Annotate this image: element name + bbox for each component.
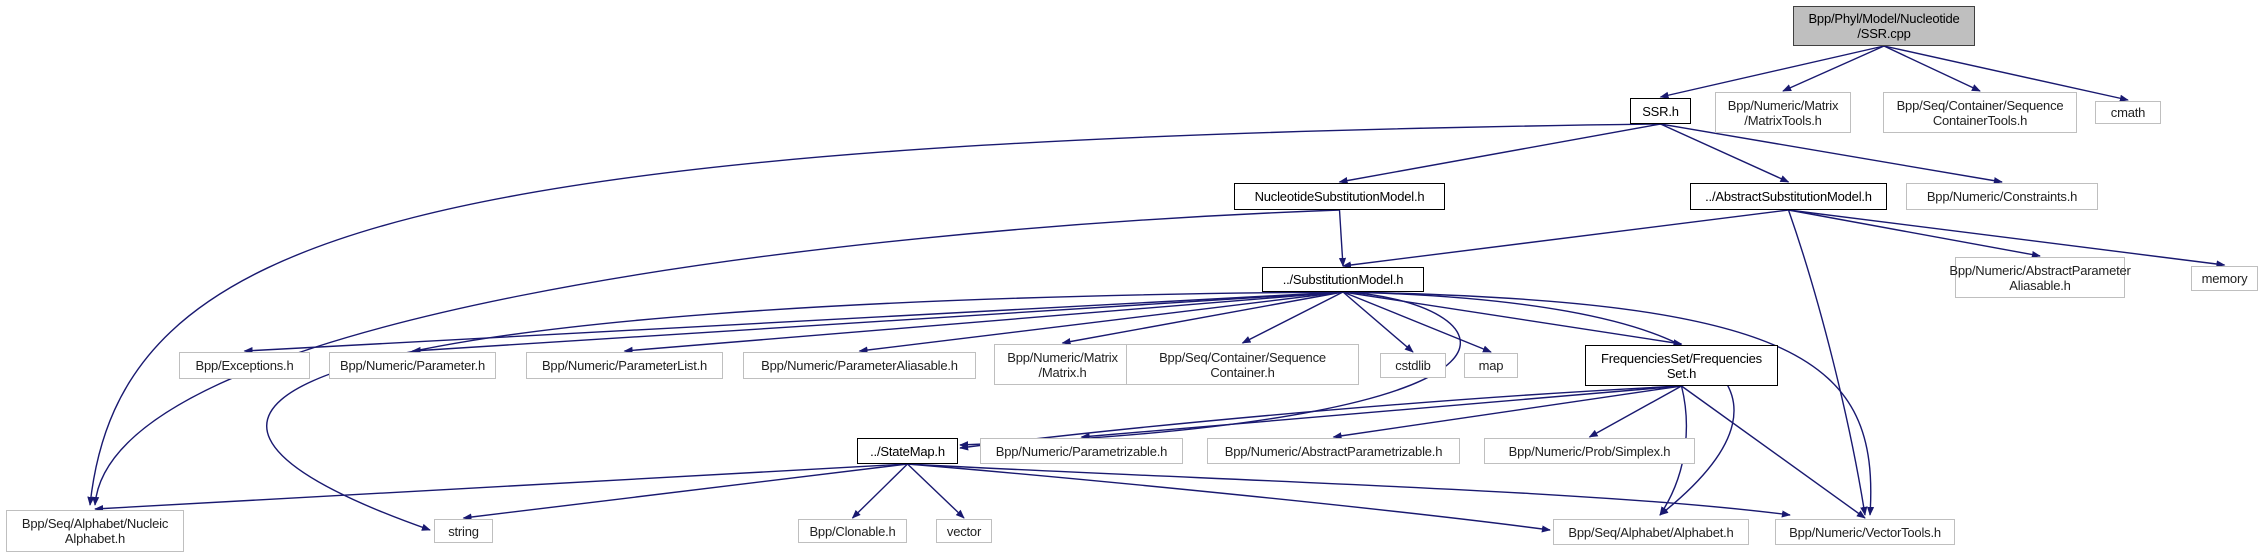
node-parametrizable: Bpp/Numeric/Parametrizable.h bbox=[980, 438, 1183, 464]
node-parameter: Bpp/Numeric/Parameter.h bbox=[329, 352, 496, 379]
node-label: Bpp/Numeric/Constraints.h bbox=[1926, 189, 2078, 204]
edge-submodel-to-map bbox=[1342, 291, 1492, 353]
edge-nucsubmodel-to-submodel bbox=[1338, 209, 1347, 267]
edge-statemap-to-clonable bbox=[851, 463, 908, 519]
node-freqset[interactable]: FrequenciesSet/Frequencies Set.h bbox=[1585, 345, 1778, 386]
node-label: Bpp/Seq/Alphabet/Alphabet.h bbox=[1568, 524, 1734, 540]
node-exceptions: Bpp/Exceptions.h bbox=[179, 352, 310, 379]
node-cstdlib: cstdlib bbox=[1380, 353, 1446, 378]
edge-statemap-to-vector bbox=[907, 463, 965, 519]
node-simplex: Bpp/Numeric/Prob/Simplex.h bbox=[1484, 438, 1695, 464]
node-absparametrizable: Bpp/Numeric/AbstractParametrizable.h bbox=[1207, 438, 1460, 464]
node-statemap[interactable]: ../StateMap.h bbox=[857, 438, 958, 464]
edge-submodel-to-matrix bbox=[1061, 291, 1344, 346]
node-matrix: Bpp/Numeric/Matrix /Matrix.h bbox=[994, 344, 1131, 385]
node-nucsubmodel[interactable]: NucleotideSubstitutionModel.h bbox=[1234, 183, 1445, 210]
node-label: string bbox=[448, 523, 479, 539]
edge-submodel-to-exceptions bbox=[243, 291, 1344, 355]
node-label: Bpp/Numeric/AbstractParameter Aliasable.… bbox=[1949, 262, 2131, 293]
node-label: vector bbox=[946, 523, 982, 539]
node-clonable: Bpp/Clonable.h bbox=[798, 519, 907, 543]
edge-freqset-to-absparametrizable bbox=[1332, 385, 1682, 440]
node-vector: vector bbox=[936, 519, 992, 543]
node-label: map bbox=[1478, 358, 1504, 373]
node-label: Bpp/Numeric/AbstractParametrizable.h bbox=[1224, 443, 1443, 459]
edge-submodel-to-paramaliasable bbox=[858, 291, 1344, 354]
node-label: ../AbstractSubstitutionModel.h bbox=[1705, 189, 1872, 204]
edge-abssubmodel-to-vectortools bbox=[1787, 209, 1868, 516]
edge-root-to-seqcontainertools bbox=[1883, 45, 1981, 92]
node-abssubmodel[interactable]: ../AbstractSubstitutionModel.h bbox=[1690, 183, 1887, 210]
edge-root-to-cmath bbox=[1883, 45, 2129, 102]
node-seqcontainertools: Bpp/Seq/Container/Sequence ContainerTool… bbox=[1883, 92, 2077, 133]
edge-freqset-to-parametrizable bbox=[1080, 385, 1682, 440]
node-vectortools: Bpp/Numeric/VectorTools.h bbox=[1775, 519, 1955, 545]
edge-submodel-to-parameterlist bbox=[623, 291, 1344, 354]
node-label: Bpp/Numeric/Parameter.h bbox=[340, 358, 485, 373]
node-label: Bpp/Seq/Container/Sequence ContainerTool… bbox=[1896, 97, 2064, 128]
node-seqcontainer: Bpp/Seq/Container/Sequence Container.h bbox=[1126, 344, 1359, 385]
edge-submodel-to-statemap bbox=[959, 291, 1461, 449]
node-label: Bpp/Phyl/Model/Nucleotide /SSR.cpp bbox=[1808, 11, 1960, 41]
edge-statemap-to-nucalphabet bbox=[94, 463, 908, 513]
node-label: NucleotideSubstitutionModel.h bbox=[1254, 189, 1425, 204]
edge-ssr-h-to-nucsubmodel bbox=[1338, 123, 1661, 185]
edge-root-to-matrixtools bbox=[1782, 45, 1885, 92]
node-label: Bpp/Seq/Alphabet/Nucleic Alphabet.h bbox=[21, 516, 169, 546]
node-label: ../StateMap.h bbox=[870, 443, 945, 459]
node-label: Bpp/Numeric/VectorTools.h bbox=[1789, 524, 1941, 540]
edge-submodel-to-parameter bbox=[411, 291, 1344, 355]
node-label: Bpp/Numeric/ParameterList.h bbox=[541, 358, 708, 373]
edge-submodel-to-string bbox=[266, 291, 1344, 531]
node-string: string bbox=[434, 519, 493, 543]
node-absparamaliasable: Bpp/Numeric/AbstractParameter Aliasable.… bbox=[1949, 257, 2131, 298]
node-label: FrequenciesSet/Frequencies Set.h bbox=[1600, 350, 1762, 381]
node-map: map bbox=[1464, 353, 1518, 378]
node-submodel[interactable]: ../SubstitutionModel.h bbox=[1262, 267, 1424, 292]
edge-abssubmodel-to-submodel bbox=[1342, 209, 1789, 269]
node-label: Bpp/Seq/Container/Sequence Container.h bbox=[1159, 349, 1326, 380]
node-cmath: cmath bbox=[2095, 101, 2161, 124]
node-nucalphabet: Bpp/Seq/Alphabet/Nucleic Alphabet.h bbox=[6, 510, 184, 552]
node-paramaliasable: Bpp/Numeric/ParameterAliasable.h bbox=[743, 352, 976, 379]
node-label: SSR.h bbox=[1642, 103, 1679, 119]
edge-abssubmodel-to-absparamaliasable bbox=[1788, 209, 2041, 259]
edge-ssr-h-to-nucalphabet bbox=[87, 123, 1661, 506]
edge-nucsubmodel-to-nucalphabet bbox=[92, 209, 1340, 506]
node-alphabet: Bpp/Seq/Alphabet/Alphabet.h bbox=[1553, 519, 1749, 545]
node-label: Bpp/Numeric/Matrix /Matrix.h bbox=[1007, 349, 1118, 380]
node-label: Bpp/Numeric/Matrix /MatrixTools.h bbox=[1727, 97, 1839, 128]
edge-submodel-to-seqcontainer bbox=[1241, 291, 1344, 344]
node-label: Bpp/Clonable.h bbox=[809, 523, 896, 539]
node-label: memory bbox=[2201, 271, 2248, 286]
node-memory: memory bbox=[2191, 266, 2258, 291]
node-label: ../SubstitutionModel.h bbox=[1282, 272, 1404, 287]
edge-root-to-ssr-h bbox=[1659, 45, 1885, 99]
edge-ssr-h-to-abssubmodel bbox=[1660, 123, 1790, 183]
edge-freqset-to-vectortools bbox=[1681, 385, 1866, 519]
edge-abssubmodel-to-memory bbox=[1788, 209, 2226, 268]
edge-statemap-to-vectortools bbox=[907, 463, 1791, 518]
node-root[interactable]: Bpp/Phyl/Model/Nucleotide /SSR.cpp bbox=[1793, 6, 1975, 46]
node-label: Bpp/Numeric/ParameterAliasable.h bbox=[761, 358, 958, 373]
node-parameterlist: Bpp/Numeric/ParameterList.h bbox=[526, 352, 723, 379]
node-label: Bpp/Numeric/Parametrizable.h bbox=[995, 443, 1168, 459]
edge-submodel-to-vectortools bbox=[1342, 291, 1875, 516]
node-label: Bpp/Numeric/Prob/Simplex.h bbox=[1508, 443, 1671, 459]
edge-freqset-to-simplex bbox=[1588, 385, 1682, 438]
node-matrixtools: Bpp/Numeric/Matrix /MatrixTools.h bbox=[1715, 92, 1851, 133]
node-label: cstdlib bbox=[1395, 358, 1431, 373]
node-ssr-h[interactable]: SSR.h bbox=[1630, 98, 1691, 124]
node-constraints: Bpp/Numeric/Constraints.h bbox=[1906, 183, 2098, 210]
edge-submodel-to-cstdlib bbox=[1342, 291, 1414, 353]
edge-statemap-to-string bbox=[462, 463, 908, 521]
edge-statemap-to-alphabet bbox=[907, 463, 1551, 533]
edge-ssr-h-to-constraints bbox=[1660, 123, 2003, 185]
node-label: Bpp/Exceptions.h bbox=[195, 358, 294, 373]
node-label: cmath bbox=[2110, 105, 2146, 120]
